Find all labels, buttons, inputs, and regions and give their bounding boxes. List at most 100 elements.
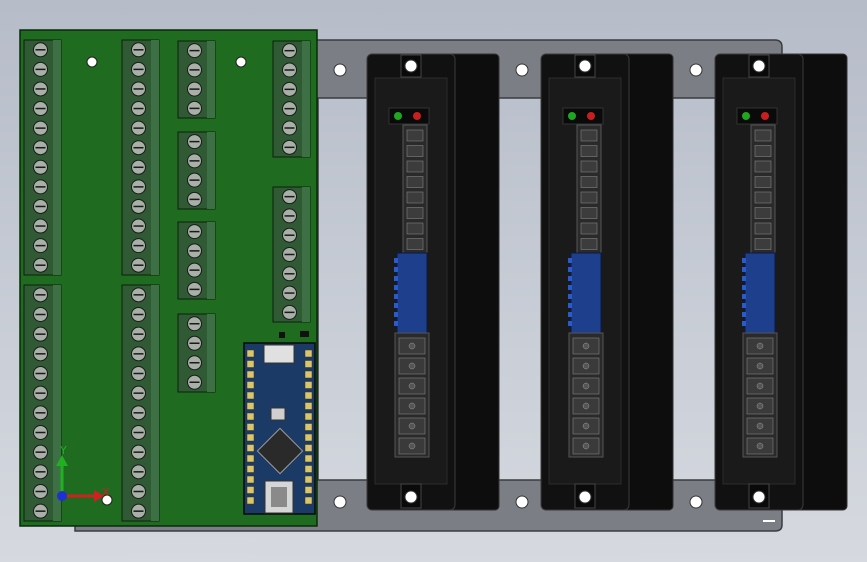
driver-signal-pin	[406, 238, 424, 250]
terminal-block	[177, 131, 216, 210]
driver-signal-pin	[754, 176, 772, 188]
x-axis-label: X	[102, 486, 110, 499]
y-axis-label: Y	[59, 444, 67, 457]
terminal-side	[207, 222, 215, 299]
driver-signal-pin	[406, 222, 424, 235]
driver-signal-pin	[406, 207, 424, 219]
driver-signal-pin	[406, 191, 424, 204]
driver-hole	[404, 490, 418, 504]
nano-pin	[246, 444, 255, 452]
terminal-side	[151, 285, 159, 521]
nano-pin	[246, 412, 255, 421]
plate-hole	[515, 495, 529, 509]
nano-pin	[246, 433, 255, 442]
terminal-block	[23, 39, 62, 276]
nano-reset-button	[270, 407, 286, 421]
driver-power-screw	[408, 442, 416, 450]
terminal-block	[23, 284, 62, 522]
nano-usb-port-inner	[271, 487, 287, 507]
driver-power-screw	[408, 382, 416, 390]
driver-led-green	[394, 112, 402, 120]
driver-dip-lever	[742, 285, 746, 290]
nano-pin	[246, 423, 255, 431]
plate-mark	[763, 520, 775, 522]
nano-pin-headers	[246, 349, 313, 505]
nano-pin	[246, 370, 255, 379]
driver-dip-lever	[394, 321, 398, 326]
terminal-side	[207, 132, 215, 209]
nano-pin	[304, 496, 313, 505]
driver-power-screw	[756, 342, 764, 350]
driver-dip-lever	[394, 285, 398, 290]
plate-hole	[333, 63, 347, 77]
driver-signal-pin	[406, 176, 424, 188]
driver-2	[540, 53, 674, 511]
terminal-side	[207, 41, 215, 118]
driver-dip-lever	[742, 258, 746, 263]
terminal-side	[53, 285, 61, 521]
driver-hole	[404, 59, 418, 73]
driver-signal-pin	[754, 160, 772, 173]
driver-signal-pin	[580, 145, 598, 157]
nano-pin	[304, 433, 313, 442]
driver-led-red	[587, 112, 595, 120]
driver-dip-lever	[742, 294, 746, 299]
terminal-block	[121, 39, 160, 276]
driver-led-red	[761, 112, 769, 120]
nano-pin	[304, 465, 313, 473]
nano-mcu-chip	[256, 427, 304, 475]
driver-dip-lever	[394, 276, 398, 281]
z-axis-dot	[57, 491, 67, 501]
terminal-block	[177, 313, 216, 393]
driver-power-screw	[408, 402, 416, 410]
nano-pin	[304, 349, 313, 358]
driver-hole	[578, 59, 592, 73]
driver-led-green	[568, 112, 576, 120]
driver-dip-lever	[568, 276, 572, 281]
pcb-hole	[235, 56, 247, 68]
terminal-block	[272, 186, 311, 323]
driver-power-screw	[582, 422, 590, 430]
pcb-connector-pad	[300, 331, 309, 337]
y-axis-arrow	[56, 455, 68, 466]
driver-signal-pin	[754, 238, 772, 250]
nano-pin	[246, 465, 255, 473]
driver-1	[366, 53, 500, 511]
terminal-block	[177, 40, 216, 119]
stepper-drivers	[366, 53, 848, 511]
nano-pin	[304, 454, 313, 463]
driver-signal-pin	[754, 207, 772, 219]
driver-led-panel	[562, 107, 604, 125]
pcb-hole	[86, 56, 98, 68]
driver-dip-lever	[568, 285, 572, 290]
terminal-block	[177, 221, 216, 300]
x-axis-arrow	[94, 490, 104, 502]
plate-hole	[689, 495, 703, 509]
driver-led-green	[742, 112, 750, 120]
nano-pin	[304, 412, 313, 421]
driver-power-screw	[582, 342, 590, 350]
driver-signal-pin	[406, 129, 424, 142]
nano-pin	[304, 370, 313, 379]
plate-hole	[333, 495, 347, 509]
nano-pin	[304, 381, 313, 389]
nano-pin	[304, 475, 313, 484]
driver-signal-pin	[580, 222, 598, 235]
driver-dip-lever	[394, 303, 398, 308]
driver-power-screw	[408, 362, 416, 370]
driver-dip-switch	[396, 252, 428, 334]
driver-signal-pin	[754, 222, 772, 235]
plate-hole	[689, 63, 703, 77]
driver-signal-pin	[754, 191, 772, 204]
driver-signal-pin	[580, 160, 598, 173]
driver-power-screw	[756, 442, 764, 450]
driver-power-screw	[582, 382, 590, 390]
driver-power-screw	[756, 362, 764, 370]
driver-power-screw	[408, 422, 416, 430]
driver-dip-lever	[568, 258, 572, 263]
terminal-side	[302, 41, 310, 157]
driver-dip-lever	[394, 258, 398, 263]
driver-dip-lever	[742, 267, 746, 272]
